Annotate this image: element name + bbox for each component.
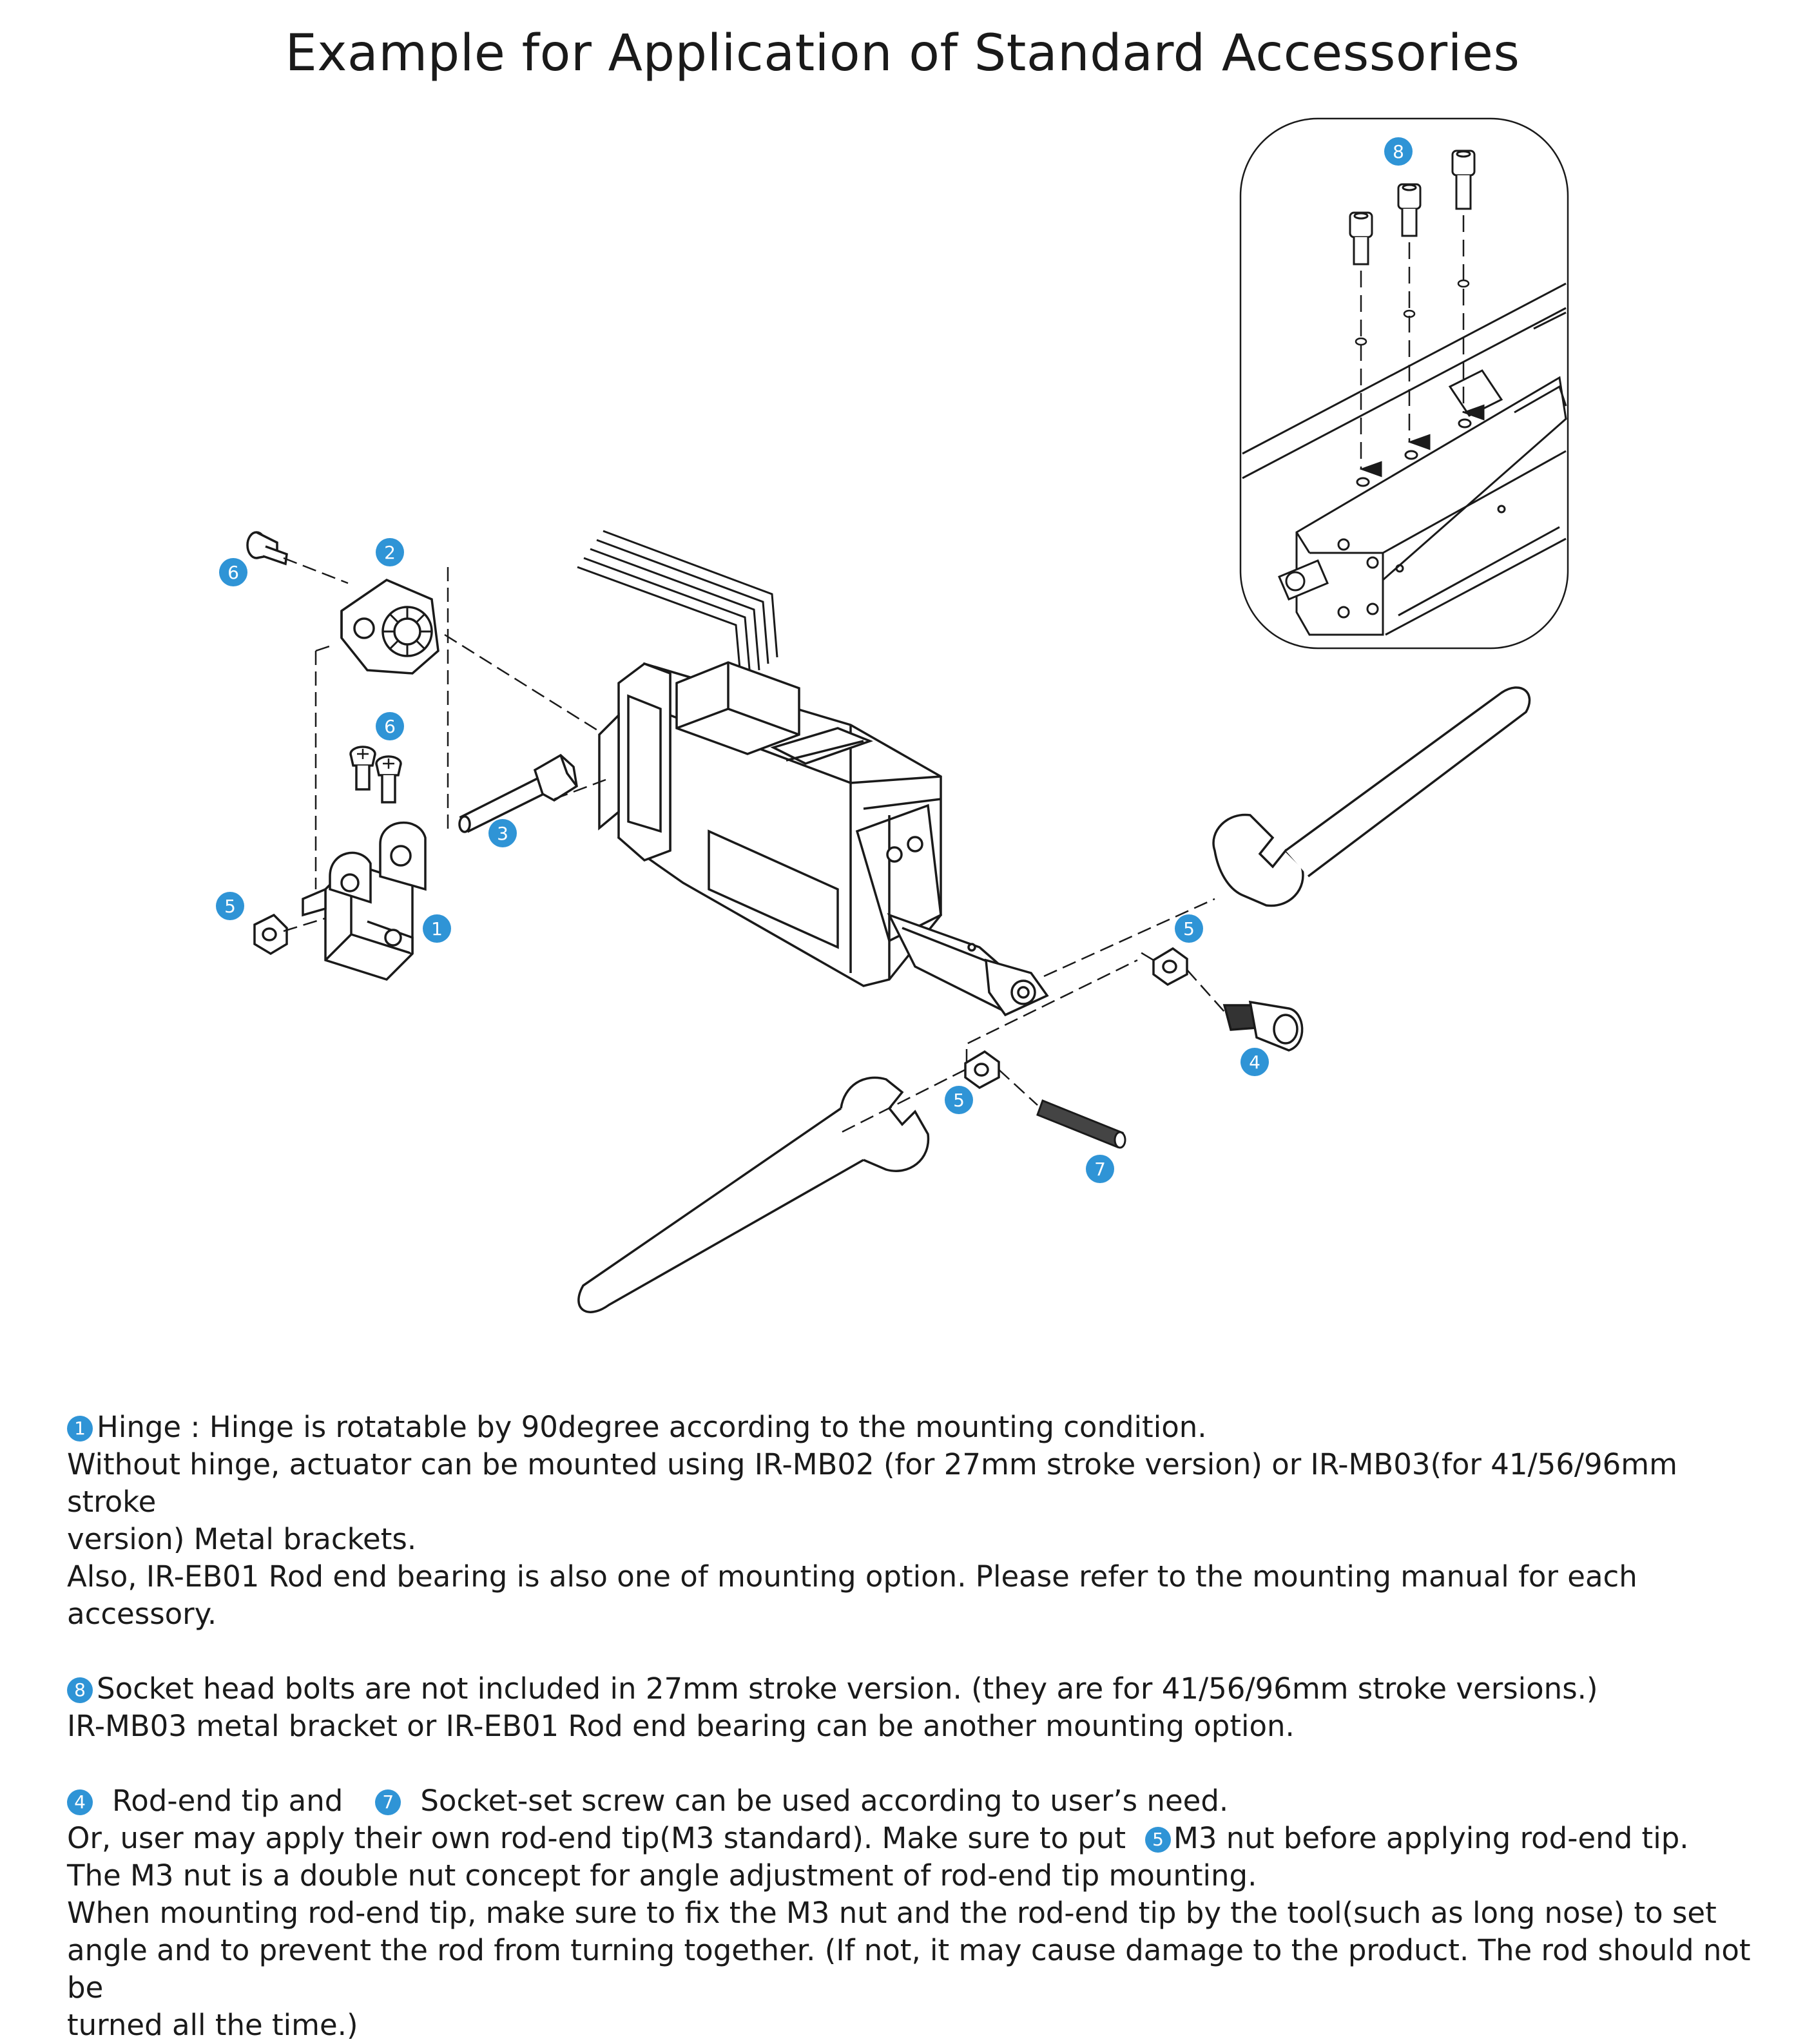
svg-text:8: 8 — [1393, 141, 1404, 162]
svg-text:3: 3 — [497, 823, 508, 844]
note-rodend-line4: When mounting rod-end tip, make sure to … — [67, 1896, 1717, 1930]
note-rodend-line3: The M3 nut is a double nut concept for a… — [67, 1858, 1257, 1893]
actuator-wires — [577, 530, 778, 684]
callout-6-mid: 6 — [376, 712, 404, 740]
svg-text:1: 1 — [431, 918, 443, 940]
nut-left — [253, 913, 288, 956]
callout-badges: 1 2 3 4 5 5 5 6 6 7 8 — [216, 137, 1413, 1183]
inset-bolt-2 — [1397, 183, 1422, 237]
callout-3: 3 — [488, 819, 517, 847]
note-hinge-line2: Without hinge, actuator can be mounted u… — [67, 1447, 1677, 1519]
svg-text:7: 7 — [1094, 1159, 1106, 1180]
nut-right — [1152, 947, 1188, 987]
wrench-upper — [1212, 686, 1531, 907]
assembly-guides — [283, 557, 1225, 1135]
note-badge-5: 5 — [1145, 1827, 1172, 1853]
svg-text:6: 6 — [227, 562, 239, 583]
svg-text:5: 5 — [953, 1090, 965, 1111]
note-rodend-line5: angle and to prevent the rod from turnin… — [67, 1933, 1751, 2005]
svg-text:5: 5 — [224, 896, 236, 917]
svg-text:2: 2 — [384, 542, 396, 563]
callout-1: 1 — [423, 914, 451, 943]
note-rodend-line6: turned all the time.) — [67, 2008, 358, 2042]
callout-5-right: 5 — [1175, 914, 1203, 943]
note-hinge-line4: Also, IR-EB01 Rod end bearing is also on… — [67, 1559, 1637, 1631]
note-hinge-line3: version) Metal brackets. — [67, 1522, 417, 1556]
callout-5-left: 5 — [216, 892, 244, 920]
linear-actuator — [577, 530, 1049, 1017]
hinge-part — [302, 821, 427, 981]
note-badge-8: 8 — [67, 1677, 93, 1703]
callout-7: 7 — [1086, 1155, 1114, 1183]
inset-assembly-arrows — [1355, 215, 1485, 477]
note-badge-4: 4 — [67, 1789, 93, 1815]
callout-6-top: 6 — [219, 558, 247, 586]
hinge-cap-part — [340, 579, 439, 675]
wrench-lower — [577, 1076, 930, 1313]
rod-end-tip-part — [1222, 1000, 1304, 1052]
inset-bolt-1 — [1349, 211, 1373, 265]
inset-socket-bolts — [1349, 149, 1476, 265]
note-badge-1: 1 — [67, 1416, 93, 1441]
note-bolts-line2: IR-MB03 metal bracket or IR-EB01 Rod end… — [67, 1709, 1295, 1743]
note-badge-7: 7 — [375, 1789, 401, 1815]
socket-bolt-detail-inset — [1239, 117, 1569, 650]
svg-text:5: 5 — [1183, 918, 1195, 940]
callout-5-lower: 5 — [945, 1086, 973, 1114]
note-rodend-line2: Or, user may apply their own rod-end tip… — [67, 1821, 1689, 1855]
inset-bolt-3 — [1451, 149, 1476, 210]
callout-8: 8 — [1384, 137, 1413, 166]
m3-nuts — [253, 913, 1188, 1090]
nut-lower — [964, 1050, 1000, 1090]
svg-text:4: 4 — [1249, 1052, 1260, 1073]
svg-text:6: 6 — [384, 716, 396, 737]
exploded-assembly-diagram: 1 2 3 4 5 5 5 6 6 7 8 — [216, 117, 1569, 1313]
callout-2: 2 — [376, 538, 404, 566]
callout-4: 4 — [1240, 1048, 1269, 1076]
hinge-pin-part — [458, 753, 578, 833]
socket-set-screw-part — [1036, 1099, 1126, 1149]
page-title: Example for Application of Standard Acce… — [285, 24, 1520, 82]
hinge-screws — [246, 531, 402, 804]
